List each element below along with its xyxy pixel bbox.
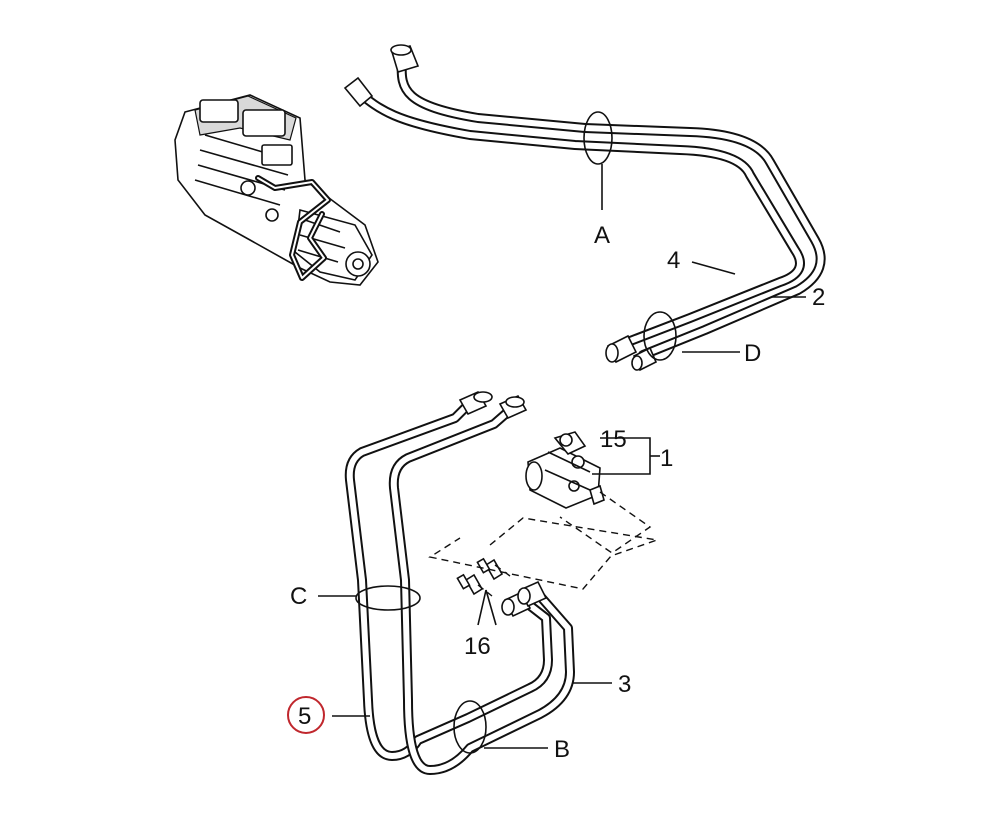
label-16: 16: [464, 633, 491, 660]
label-3: 3: [618, 671, 631, 698]
label-2: 2: [812, 284, 825, 311]
label-d: D: [744, 340, 761, 367]
connectors-16: [456, 557, 504, 596]
lower-hose-group: [344, 390, 575, 775]
label-5: 5: [298, 703, 311, 730]
label-c: C: [290, 583, 307, 610]
clamp-a: [583, 111, 613, 165]
highlight-circle-5: [287, 696, 325, 734]
hose-2: [396, 57, 826, 360]
label-a: A: [594, 222, 610, 249]
upper-hose-pair: [343, 44, 826, 372]
engine-transmission-icon: [174, 94, 379, 286]
valve-assembly: [525, 431, 605, 509]
label-b: B: [554, 736, 570, 763]
hose-5: [344, 400, 553, 761]
leader-lines: [318, 164, 806, 749]
label-15: 15: [600, 426, 627, 453]
fitting-upper-left: [343, 76, 374, 108]
dashed-leader-boxes: [428, 491, 658, 597]
clamp-c: [355, 585, 421, 611]
clamp-d: [643, 311, 677, 361]
clamp-b: [453, 700, 487, 754]
label-1: 1: [660, 445, 673, 472]
label-4: 4: [667, 247, 680, 274]
